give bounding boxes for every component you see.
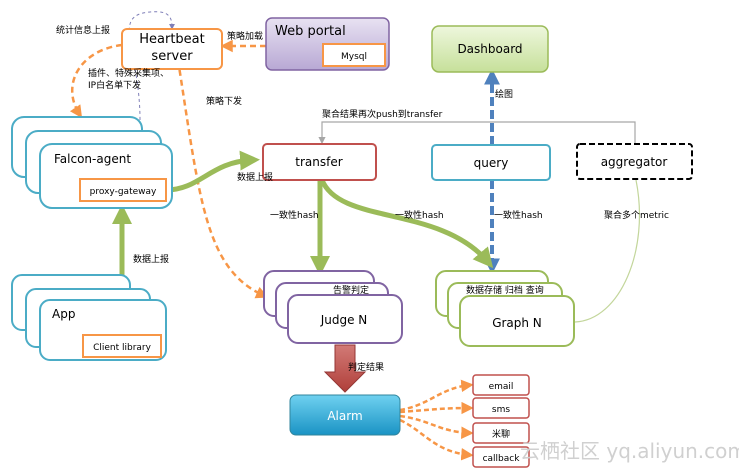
alarm-judge-label: 告警判定 xyxy=(333,284,369,296)
heartbeat-server-line-2: server xyxy=(151,49,193,64)
web-portal-label: Web portal xyxy=(275,24,346,39)
judge-stack: 告警判定 Judge N xyxy=(263,270,403,344)
judge-alarm-arrow xyxy=(323,344,367,393)
web-portal-box: Web portal Mysql xyxy=(265,17,390,71)
graph-stack: 数据存储 归档 查询 Graph N xyxy=(435,270,575,347)
email-box: email xyxy=(472,374,530,396)
alarm-miliao-arrow xyxy=(399,414,474,439)
hash-query-label: 一致性hash xyxy=(494,209,543,221)
judge-result-label: 判定结果 xyxy=(348,361,384,373)
aggregate-push-line xyxy=(318,121,636,145)
aggregator-graph-curve xyxy=(574,179,640,323)
strategy-dispatch-arrow xyxy=(176,59,269,299)
aggregator-box: aggregator xyxy=(576,143,693,180)
data-report-app-label: 数据上报 xyxy=(133,253,169,265)
client-library-label: Client library xyxy=(93,343,152,353)
transfer-box: transfer xyxy=(262,143,377,181)
plugin-dispatch-line-1: 插件、特殊采集项、 xyxy=(88,67,169,79)
dashboard-label: Dashboard xyxy=(457,42,522,56)
dashboard-box: Dashboard xyxy=(431,25,549,73)
miliao-box: 米聊 xyxy=(472,422,530,444)
callback-label: callback xyxy=(483,454,521,464)
transfer-graph-arrow xyxy=(319,178,494,269)
data-store-label: 数据存储 归档 查询 xyxy=(466,284,544,296)
strategy-dispatch-label: 策略下发 xyxy=(206,95,242,107)
alarm-label: Alarm xyxy=(327,409,362,423)
falcon-agent-label: Falcon-agent xyxy=(54,152,131,166)
heartbeat-server-box: Heartbeat server xyxy=(121,28,223,70)
app-label: App xyxy=(52,307,75,321)
stats-report-arrow xyxy=(128,11,175,121)
email-label: email xyxy=(489,382,514,392)
aggregate-metrics-label: 聚合多个metric xyxy=(604,209,669,221)
heartbeat-server-line-1: Heartbeat xyxy=(139,32,205,47)
proxy-gateway-label: proxy-gateway xyxy=(90,187,157,197)
hash-graph-label: 一致性hash xyxy=(395,209,444,221)
query-label: query xyxy=(474,156,509,170)
strategy-load-label: 策略加载 xyxy=(227,30,263,42)
miliao-label: 米聊 xyxy=(492,428,510,440)
alarm-sms-arrow xyxy=(399,401,474,415)
agent-transfer-arrow xyxy=(165,150,260,193)
judge-n-label: Judge N xyxy=(320,313,368,327)
stats-report-label: 统计信息上报 xyxy=(56,24,110,36)
aggregator-label: aggregator xyxy=(601,155,668,169)
transfer-label: transfer xyxy=(295,155,342,169)
watermark-text: 云栖社区 yq.aliyun.com xyxy=(520,439,739,463)
plugin-dispatch-line-2: IP白名单下发 xyxy=(88,79,141,91)
mysql-label: Mysql xyxy=(341,52,367,62)
alarm-box: Alarm xyxy=(289,394,401,436)
app-stack: App Client library xyxy=(11,274,167,361)
falcon-agent-stack: Falcon-agent proxy-gateway xyxy=(11,116,173,209)
sms-label: sms xyxy=(492,405,510,415)
plot-label: 绘图 xyxy=(495,88,513,100)
alarm-email-arrow xyxy=(399,379,474,412)
graph-n-label: Graph N xyxy=(492,316,542,330)
data-report-agent-label: 数据上报 xyxy=(237,171,273,183)
hash-judge-label: 一致性hash xyxy=(270,209,319,221)
aggregate-push-label: 聚合结果再次push到transfer xyxy=(322,108,443,120)
plugin-dispatch-arrow xyxy=(69,43,123,119)
sms-box: sms xyxy=(472,397,530,419)
callback-box: callback xyxy=(472,446,530,468)
query-box: query xyxy=(431,144,551,181)
